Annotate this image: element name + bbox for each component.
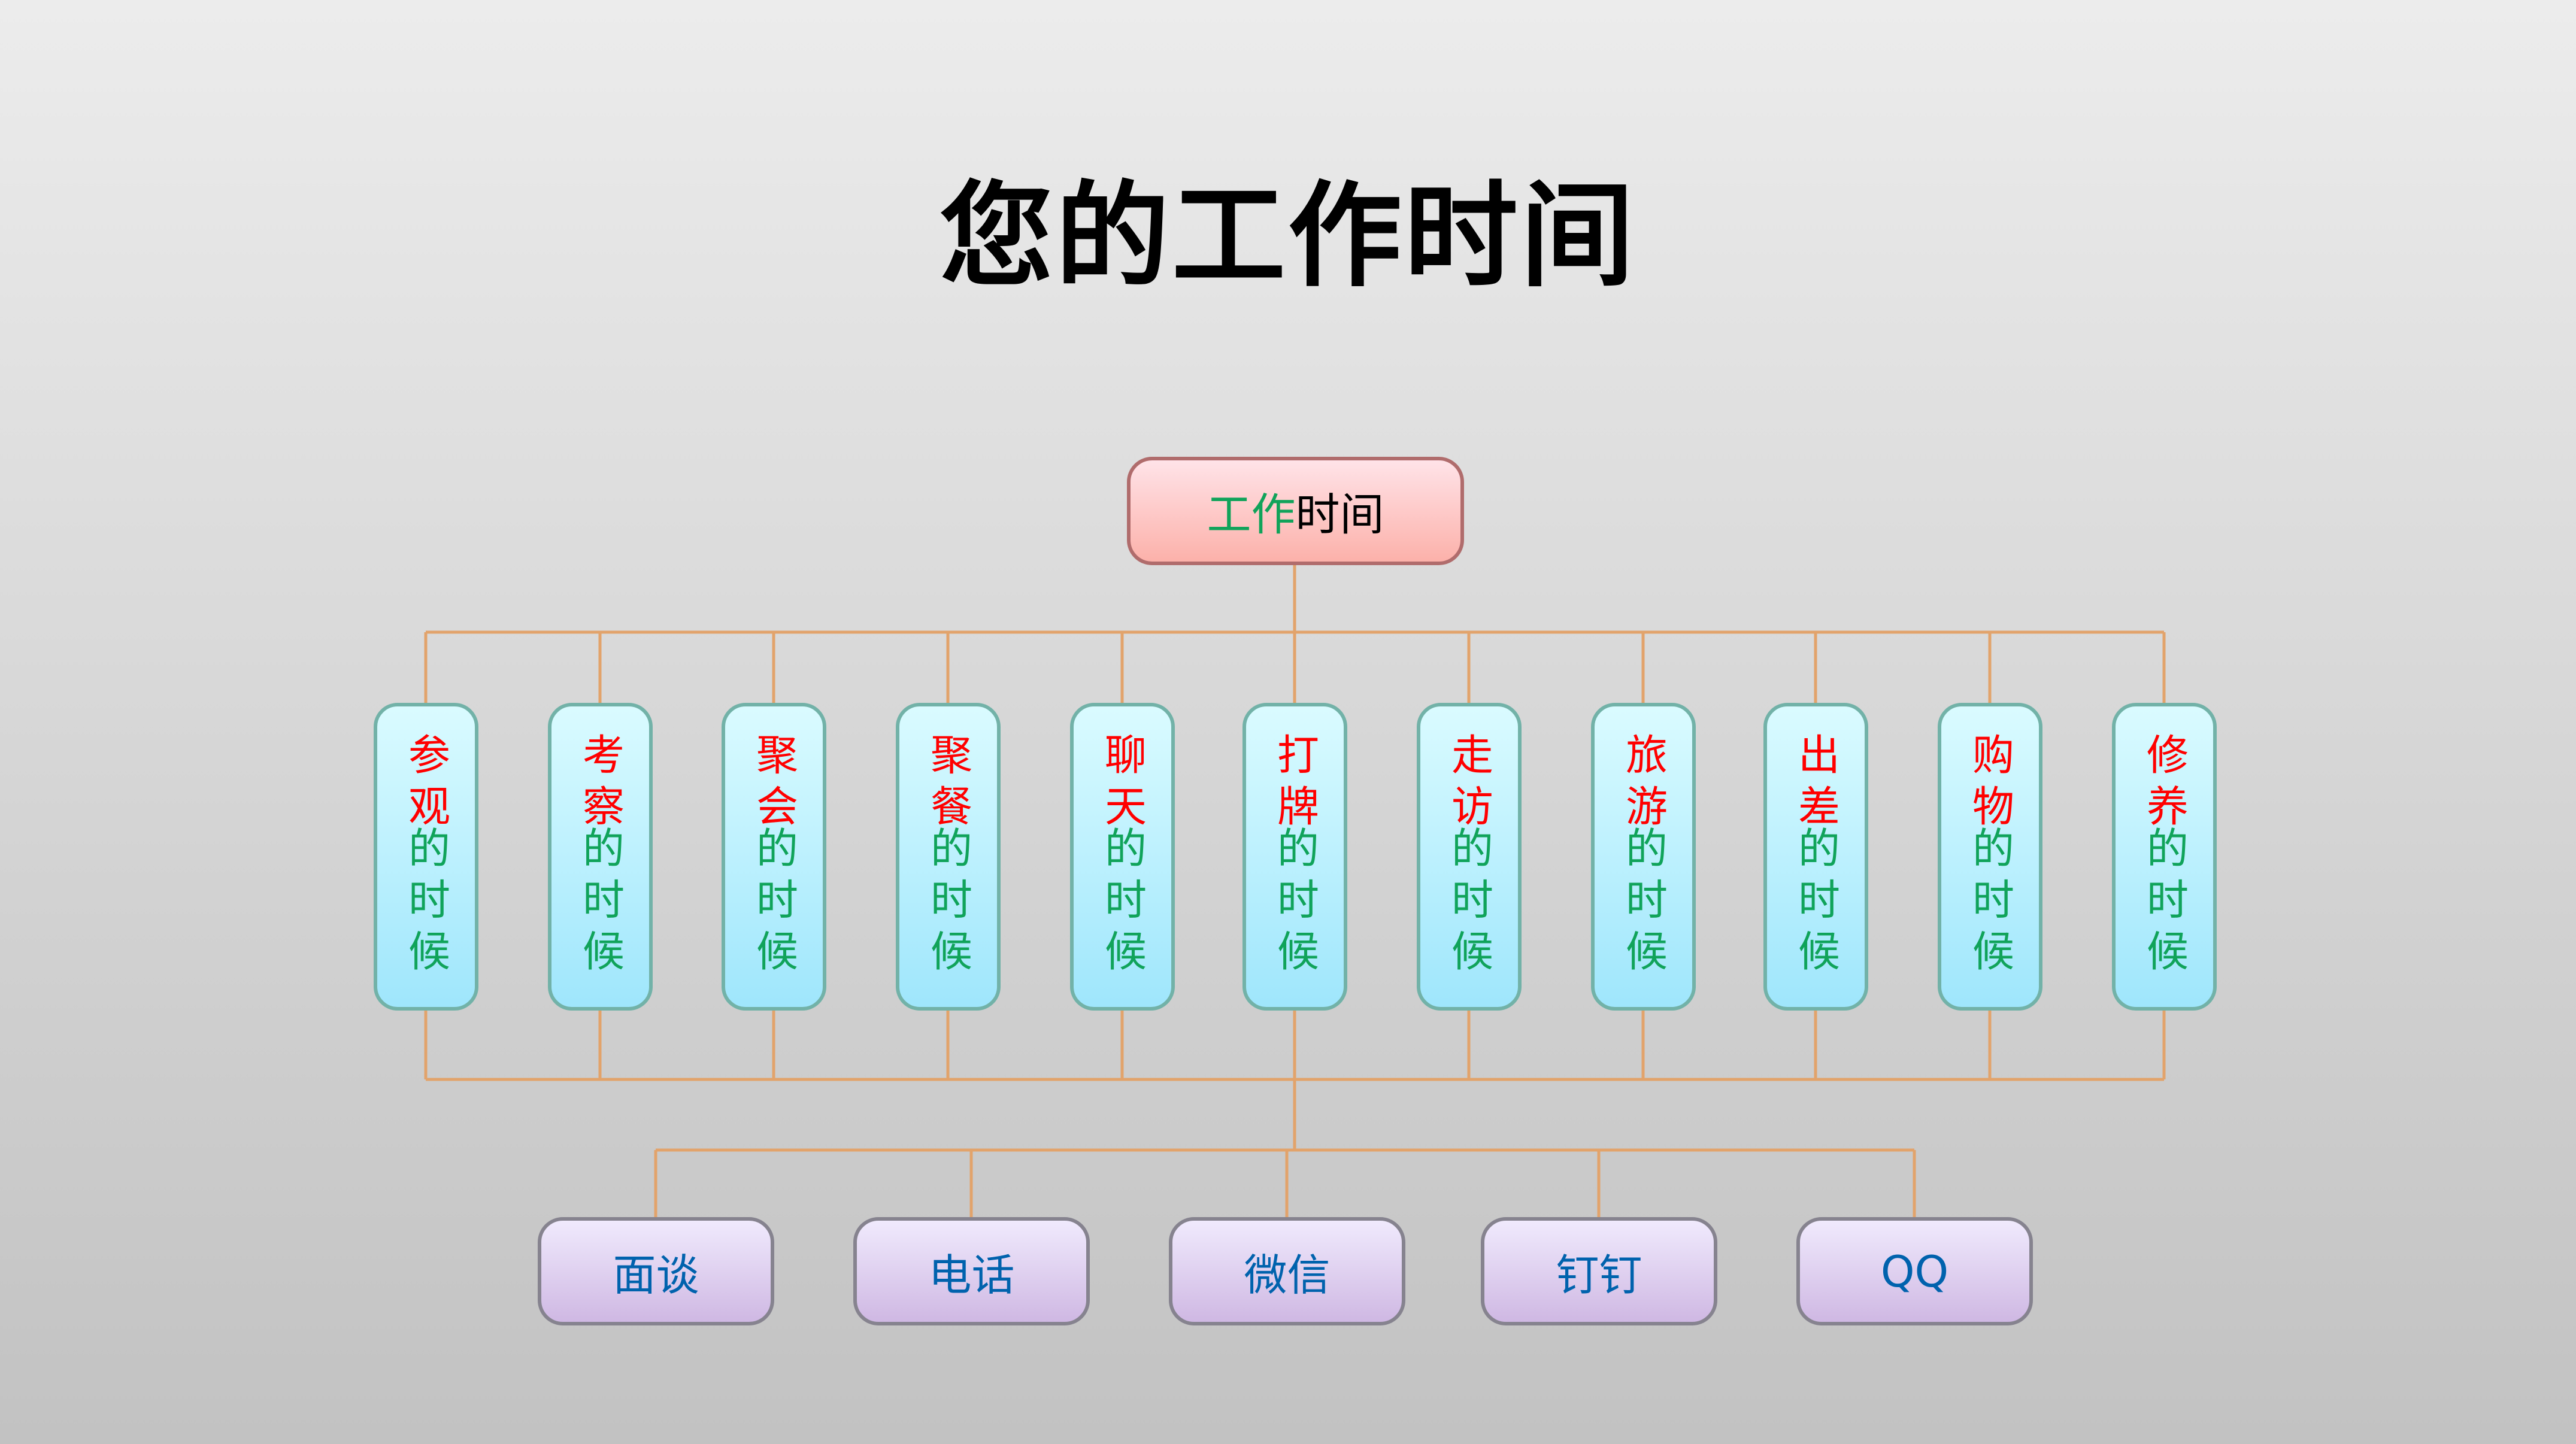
category-node: 聊天的时候 (1070, 703, 1175, 1011)
root-label-green: 工作 (1207, 489, 1296, 541)
channel-node: 面谈 (538, 1217, 774, 1325)
category-node: 走访的时候 (1417, 703, 1522, 1011)
category-label: 考察 (575, 733, 625, 836)
root-label-black: 时间 (1295, 489, 1384, 541)
suffix-label: 的时候 (1965, 826, 2015, 981)
channel-node: 钉钉 (1481, 1217, 1717, 1325)
channel-label: 钉钉 (1556, 1250, 1642, 1300)
suffix-label: 的时候 (575, 826, 625, 981)
category-label: 旅游 (1619, 733, 1668, 836)
channel-label: 电话 (928, 1250, 1015, 1300)
suffix-label: 的时候 (401, 826, 451, 981)
category-node: 购物的时候 (1938, 703, 2042, 1011)
category-node: 考察的时候 (548, 703, 653, 1011)
category-node: 旅游的时候 (1591, 703, 1696, 1011)
root-node: 工作时间 (1127, 457, 1464, 565)
category-node: 打牌的时候 (1242, 703, 1347, 1011)
channel-node: 电话 (853, 1217, 1090, 1325)
suffix-label: 的时候 (749, 826, 799, 981)
category-label: 修养 (2139, 733, 2189, 836)
suffix-label: 的时候 (1619, 826, 1668, 981)
page-title: 您的工作时间 (939, 170, 1636, 302)
category-node: 出差的时候 (1763, 703, 1868, 1011)
category-label: 参观 (401, 733, 451, 836)
channel-node: 微信 (1169, 1217, 1405, 1325)
category-label: 聚餐 (923, 733, 973, 836)
category-label: 聚会 (749, 733, 799, 836)
category-node: 参观的时候 (374, 703, 478, 1011)
category-label: 走访 (1444, 733, 1494, 836)
suffix-label: 的时候 (1098, 826, 1147, 981)
category-label: 聊天 (1098, 733, 1147, 836)
channel-node: QQ (1796, 1217, 2033, 1325)
category-node: 聚会的时候 (722, 703, 826, 1011)
category-node: 修养的时候 (2112, 703, 2217, 1011)
category-label: 出差 (1791, 733, 1841, 836)
suffix-label: 的时候 (923, 826, 973, 981)
channel-label: 面谈 (613, 1250, 699, 1300)
suffix-label: 的时候 (1444, 826, 1494, 981)
category-label: 购物 (1965, 733, 2015, 836)
suffix-label: 的时候 (1791, 826, 1841, 981)
suffix-label: 的时候 (2139, 826, 2189, 981)
suffix-label: 的时候 (1270, 826, 1320, 981)
category-node: 聚餐的时候 (896, 703, 1001, 1011)
category-label: 打牌 (1270, 733, 1320, 836)
channel-label: 微信 (1244, 1250, 1331, 1300)
channel-label: QQ (1880, 1246, 1949, 1297)
